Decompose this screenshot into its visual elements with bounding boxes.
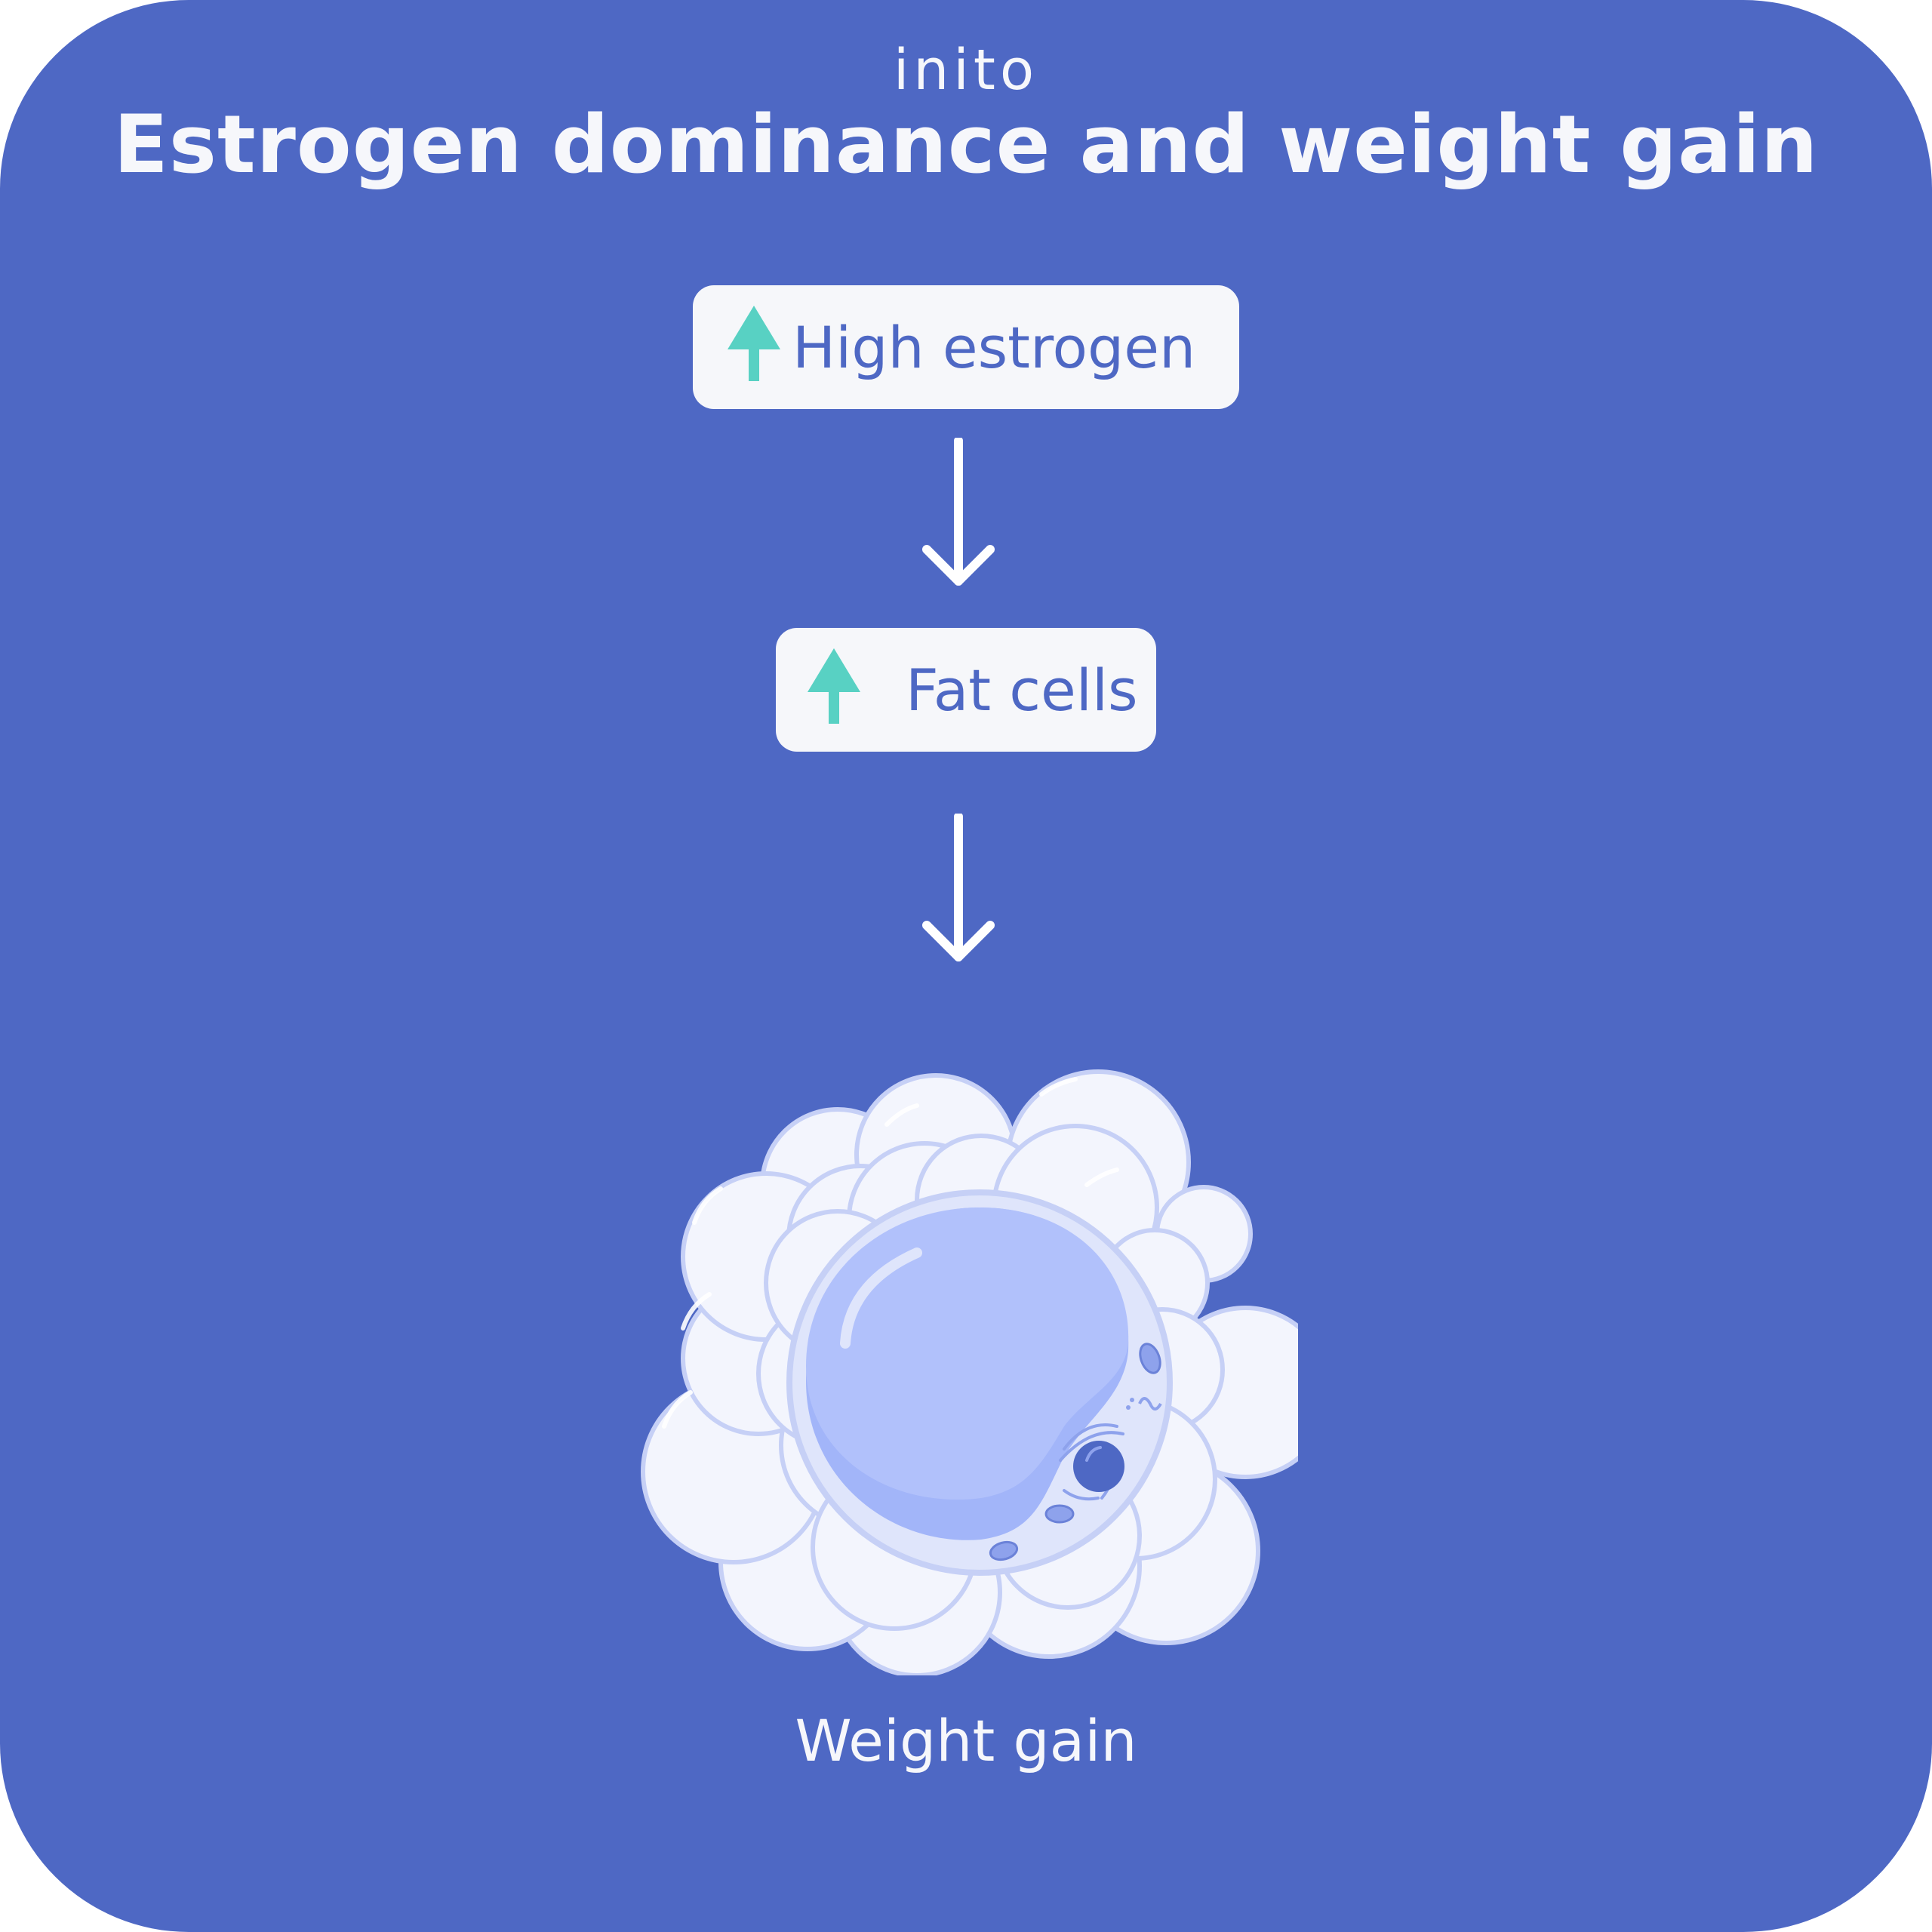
brand-logo-text: inito	[893, 38, 1039, 103]
flow-step-label: High estrogen	[792, 313, 1196, 381]
down-arrow-icon	[922, 814, 995, 961]
down-arrow-icon	[922, 438, 995, 586]
up-arrow-icon	[728, 306, 780, 381]
flow-step-fat-cells: Fat cells	[776, 628, 1156, 752]
up-arrow-icon	[808, 648, 860, 724]
flow-step-label: Fat cells	[906, 656, 1138, 724]
page-title: Estrogen dominance and weight gain	[113, 98, 1819, 191]
fat-cell-cluster-illustration	[641, 1069, 1298, 1675]
brand-logo: inito	[0, 38, 1932, 103]
flow-step-high-estrogen: High estrogen	[693, 285, 1239, 409]
result-caption: Weight gain	[795, 1707, 1137, 1774]
